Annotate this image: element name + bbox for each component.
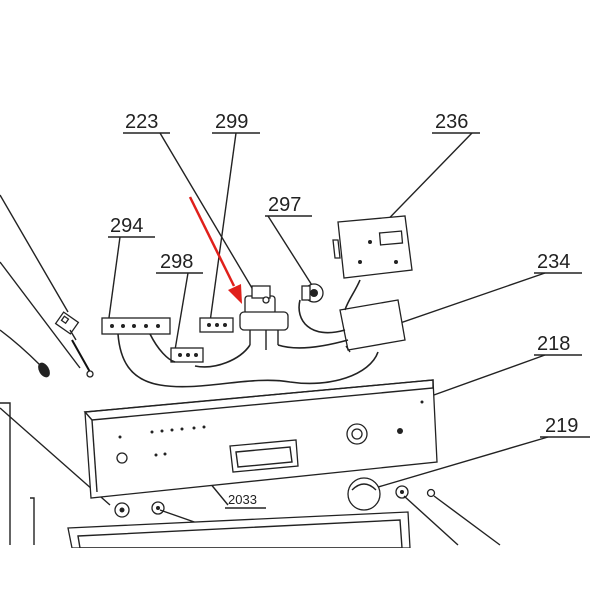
label-299[interactable]: 299 [209,111,260,323]
part-236-control-board [332,215,413,279]
part-grommets [114,485,436,518]
label-219-text: 219 [545,415,578,437]
part-switch-connector [54,311,80,341]
label-234-text: 234 [537,251,570,273]
bottom-margin [0,548,600,600]
wiring-harness [117,279,379,388]
label-223-text: 223 [125,111,158,133]
part-lamp [0,329,50,378]
label-297-text: 297 [268,194,301,216]
part-294-terminal-board [101,317,171,335]
part-297-potentiometer [301,283,324,303]
highlight-arrow [188,196,242,304]
label-2033-text: 2033 [228,492,257,507]
part-219-knob [347,477,381,511]
part-299-board [199,317,234,333]
label-298[interactable]: 298 [156,251,203,351]
door-frame-top [67,511,411,549]
part-234-module [339,299,406,353]
label-218-text: 218 [537,333,570,355]
label-234[interactable]: 234 [379,251,582,331]
part-probe [71,339,94,378]
part-218-control-panel [83,379,438,499]
label-236-text: 236 [435,111,468,133]
label-294[interactable]: 294 [107,215,155,326]
label-299-text: 299 [215,111,248,133]
label-218[interactable]: 218 [419,333,582,401]
label-298-text: 298 [160,251,193,273]
label-294-text: 294 [110,215,143,237]
part-298-board [170,347,204,363]
label-219[interactable]: 219 [367,415,590,491]
label-223[interactable]: 223 [123,111,266,311]
label-297[interactable]: 297 [265,194,316,291]
part-223-relay [239,285,289,350]
left-frame [0,402,35,545]
